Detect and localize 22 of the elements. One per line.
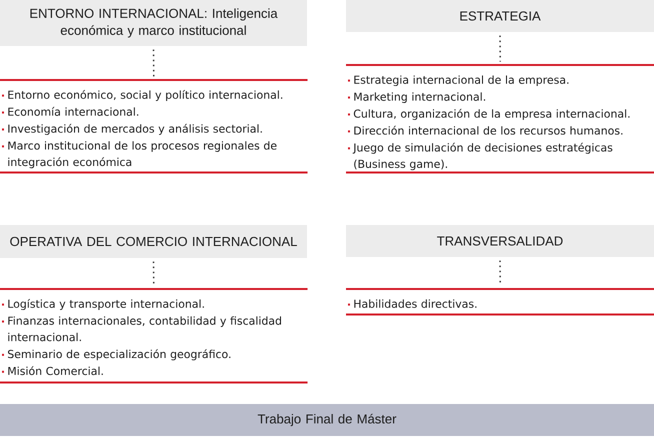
list-item: Logística y transporte internacional. bbox=[8, 299, 204, 310]
header-band: TRANSVERSALIDAD bbox=[346, 225, 654, 257]
dotted-line bbox=[152, 262, 154, 286]
list-item: Finanzas internacionales, contabilidad y fiscalidad internacional. bbox=[8, 316, 281, 342]
list-item: Marco institucional de los procesos regionales de integración económica bbox=[8, 141, 276, 168]
list-item: Entorno económico, social y político internacional. bbox=[8, 90, 282, 102]
list-item: Seminario de especialización geográfico. bbox=[8, 349, 230, 360]
footer-band: Trabajo Final de Máster bbox=[0, 404, 654, 436]
list-item: Estrategia internacional de la empresa. bbox=[354, 75, 568, 86]
dotted-line bbox=[152, 50, 154, 77]
list-item: Habilidades directivas. bbox=[354, 299, 476, 308]
list-item: Economía internacional. bbox=[8, 106, 138, 116]
header-band: OPERATIVA DEL COMERCIO INTERNACIONAL bbox=[0, 225, 307, 258]
dotted-line bbox=[499, 36, 501, 62]
header-band: ESTRATEGIA bbox=[346, 0, 654, 32]
list-item: Cultura, organización de la empresa internacional. bbox=[354, 108, 630, 120]
list-item: Misión Comercial. bbox=[8, 366, 103, 376]
list-item: Juego de simulación de decisiones estratégicas (Business game). bbox=[352, 142, 612, 170]
list-item: Marketing internacional. bbox=[354, 92, 486, 103]
header-band: ENTORNO INTERNACIONAL: Inteligencia económica y marco institucional bbox=[0, 0, 307, 46]
list-item: Dirección internacional de los recursos humanos. bbox=[354, 126, 622, 135]
list-item: Investigación de mercados y análisis sectorial. bbox=[8, 124, 262, 135]
